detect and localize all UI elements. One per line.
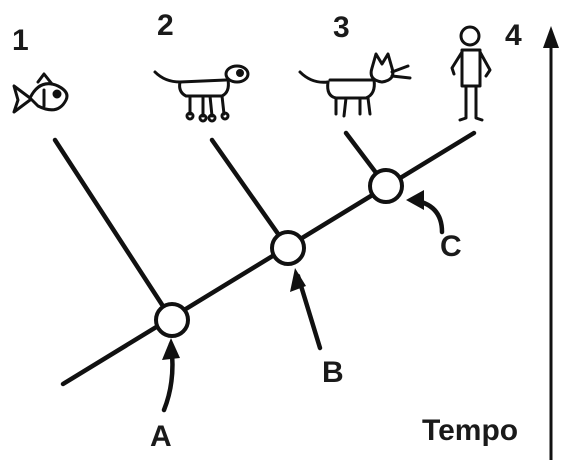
node-b (270, 230, 306, 266)
taxon-number-1: 1 (12, 24, 29, 57)
branch-taxon-1 (52, 137, 175, 323)
branch-taxon-2 (209, 137, 291, 251)
lizard-icon (153, 64, 250, 123)
cat-icon (298, 52, 412, 118)
arrow-a (161, 338, 180, 413)
node-label-c: C (440, 230, 462, 263)
arrow-b (290, 268, 323, 351)
node-c (368, 168, 404, 204)
taxon-number-2: 2 (157, 9, 174, 42)
time-axis-label: Tempo (422, 414, 518, 447)
node-label-b: B (322, 356, 344, 389)
taxon-number-3: 3 (333, 11, 350, 44)
cladogram-trunk (60, 130, 477, 387)
node-label-a: A (150, 420, 172, 453)
human-icon (450, 25, 492, 122)
arrow-c (406, 190, 445, 235)
fish-icon (12, 72, 69, 114)
taxon-number-4: 4 (505, 19, 522, 52)
time-axis-arrowhead (543, 26, 559, 48)
node-a (154, 302, 190, 338)
